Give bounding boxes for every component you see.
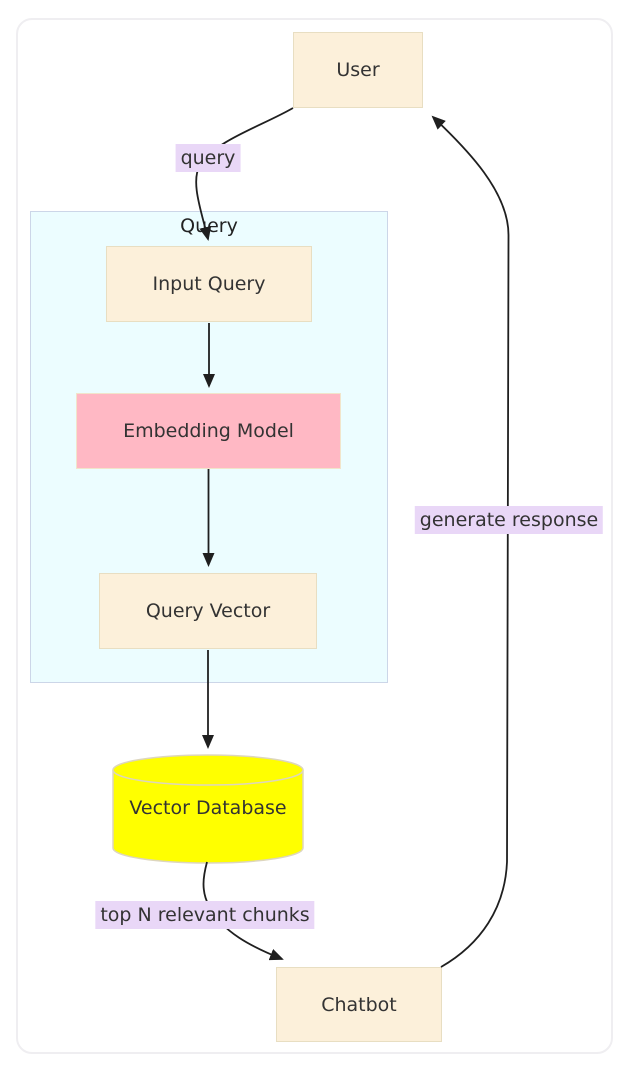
query-vector-node: Query Vector	[99, 573, 317, 649]
query-vector-node-label: Query Vector	[145, 600, 271, 622]
embedding-model-node-label: Embedding Model	[123, 420, 294, 442]
user-node: User	[293, 32, 423, 108]
embedding-model-node: Embedding Model	[76, 393, 341, 469]
edge-label-generate-response: generate response	[414, 506, 604, 534]
query-subgraph-title: Query	[180, 215, 238, 237]
vector-database-node-label: Vector Database	[129, 797, 287, 819]
database-cylinder-icon	[112, 754, 304, 864]
input-query-node-label: Input Query	[152, 273, 266, 295]
chatbot-node: Chatbot	[276, 967, 442, 1042]
edge-label-top-n-relevant-chunks: top N relevant chunks	[95, 901, 315, 929]
input-query-node: Input Query	[106, 246, 312, 322]
chatbot-node-label: Chatbot	[321, 993, 397, 1016]
vector-database-node: Vector Database	[112, 753, 304, 865]
user-node-label: User	[336, 59, 380, 81]
edge-label-query: query	[175, 144, 241, 172]
